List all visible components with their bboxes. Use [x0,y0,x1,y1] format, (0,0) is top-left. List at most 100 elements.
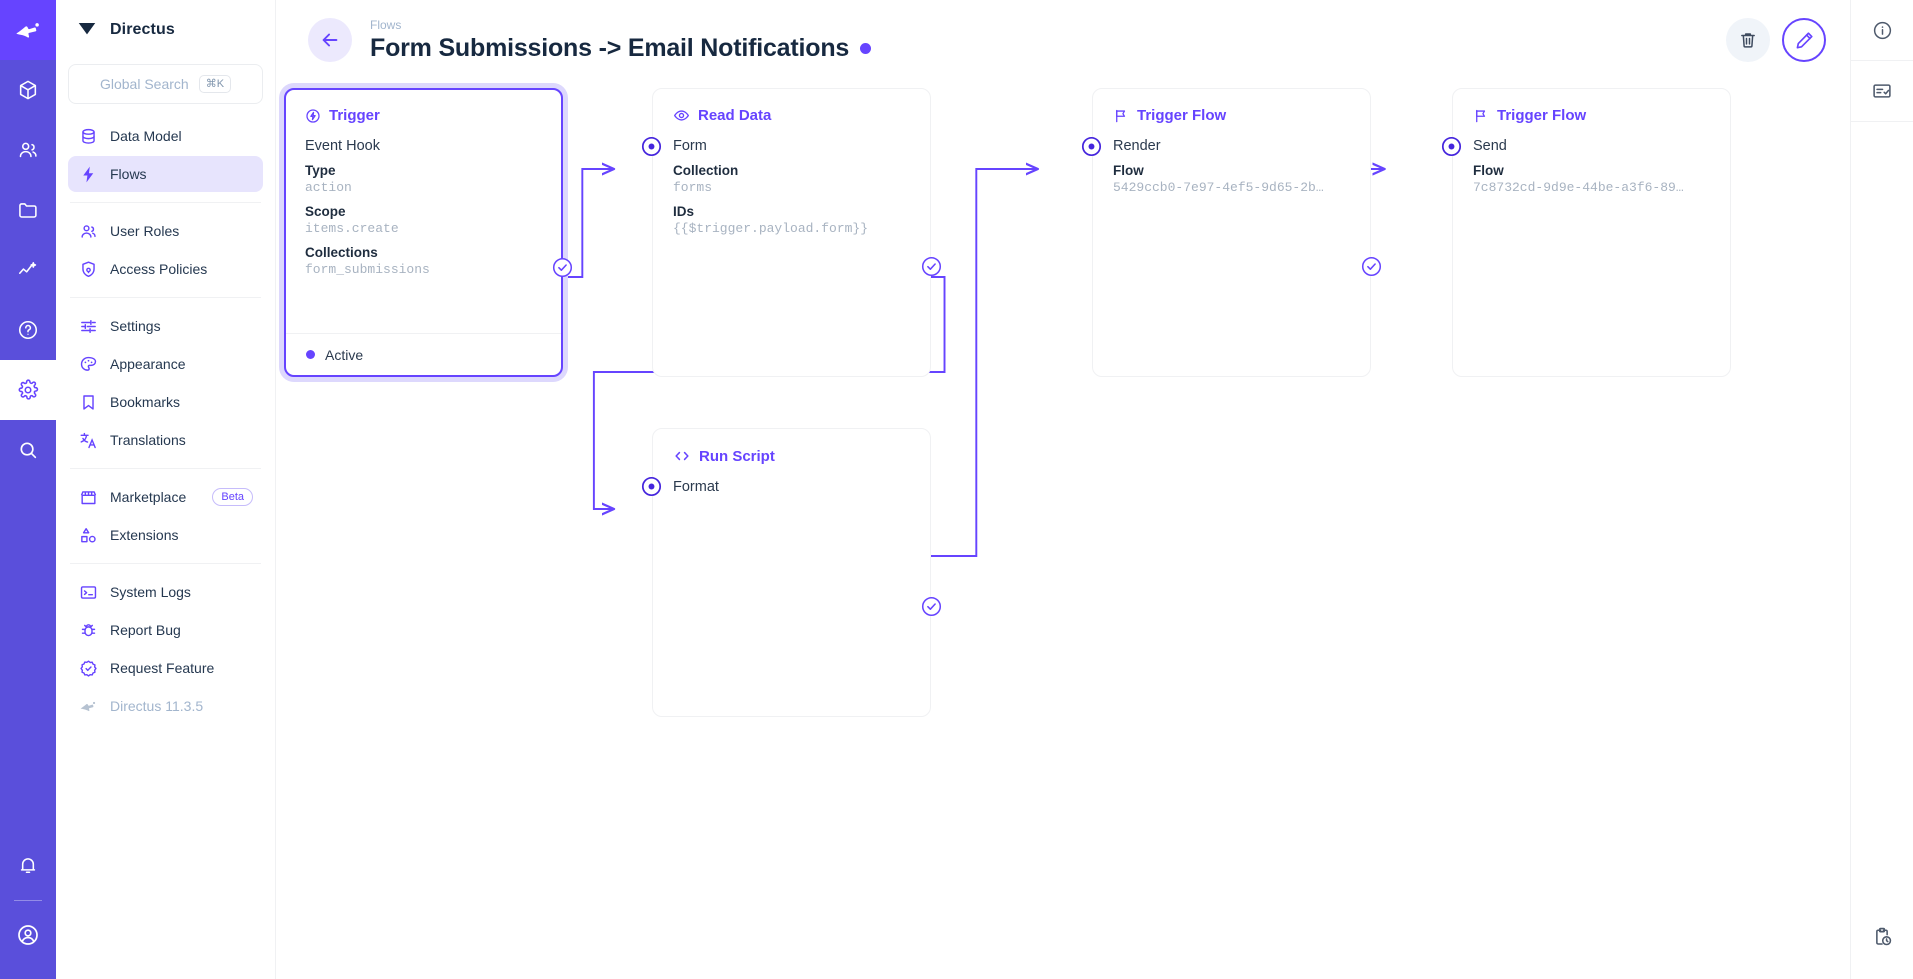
info-icon [1873,21,1891,39]
palette-icon [78,354,98,374]
sidebar-group-4: Marketplace Beta Extensions [68,479,263,553]
flow-canvas[interactable]: Trigger Event Hook Type action Scope ite… [276,80,1850,979]
rail-item-users[interactable] [0,120,56,180]
code-brackets-icon [673,447,691,465]
sidebar-item-bookmarks[interactable]: Bookmarks [68,384,263,420]
rail-item-files[interactable] [0,180,56,240]
port-input-trigger-flow-render[interactable] [1081,136,1102,157]
sidebar-divider [70,468,261,469]
rail-item-settings[interactable] [0,360,56,420]
field-key: Flow [1113,163,1144,178]
rabbit-icon [78,696,98,716]
port-resolve-run-script[interactable] [921,596,942,617]
node-header: Trigger Flow [1473,107,1710,124]
port-resolve-trigger-flow-render[interactable] [1361,256,1382,277]
sidebar-item-marketplace[interactable]: Marketplace Beta [68,479,263,515]
marketplace-beta-badge: Beta [212,487,253,507]
field-value: form_submissions [305,262,430,277]
node-name: Form [673,138,707,154]
node-name: Send [1473,138,1507,154]
flag-icon [1473,108,1489,124]
sidebar-item-settings[interactable]: Settings [68,308,263,344]
sidebar-item-label: Translations [110,432,186,448]
flow-info-button[interactable] [1851,0,1913,60]
node-type-label: Read Data [698,107,772,124]
sidebar-item-system-logs[interactable]: System Logs [68,574,263,610]
main-area: Flows Form Submissions -> Email Notifica… [276,0,1850,979]
flow-node-trigger[interactable]: Trigger Event Hook Type action Scope ite… [284,88,573,377]
field-key: Collection [673,163,739,178]
sidebar-divider [70,297,261,298]
rail-item-account[interactable] [0,905,56,965]
sidebar-item-label: Settings [110,318,161,334]
clipboard-clock-icon [1876,927,1892,946]
sidebar-item-label: Report Bug [110,622,181,638]
field-value: {{$trigger.payload.form}} [673,221,869,236]
sidebar-group-1: Data Model Flows [68,118,263,192]
field-key: Scope [305,204,346,219]
sidebar-item-report-bug[interactable]: Report Bug [68,612,263,648]
port-resolve-read-data[interactable] [921,256,942,277]
rail-item-directus-logo[interactable] [0,0,56,60]
rail-item-help[interactable] [0,300,56,360]
translate-icon [78,430,98,450]
port-input-trigger-flow-send[interactable] [1441,136,1462,157]
sidebar-item-user-roles[interactable]: User Roles [68,213,263,249]
delete-button[interactable] [1726,18,1770,62]
sidebar-item-label: Request Feature [110,660,215,676]
bug-icon [78,620,98,640]
port-input-run-script[interactable] [641,476,662,497]
shield-lock-icon [78,259,98,279]
edge-run-script-to-trigger-flow-render [915,169,1038,557]
port-input-read-data[interactable] [641,136,662,157]
trash-icon [1741,33,1755,48]
storefront-icon [78,487,98,507]
logs-button[interactable] [1851,61,1913,121]
terminal-icon [78,582,98,602]
field-key: Collections [305,245,378,260]
node-header: Trigger Flow [1113,107,1350,124]
rail-item-search[interactable] [0,420,56,480]
sidebar-item-label: Bookmarks [110,394,181,410]
flag-icon [1113,108,1129,124]
sidebar-item-request-feature[interactable]: Request Feature [68,650,263,686]
field-value: 7c8732cd-9d9e-44be-a3f6-89… [1473,180,1684,195]
arrow-left-icon [322,33,338,47]
flow-node-trigger-flow-render[interactable]: Trigger Flow Render Flow 5429ccb0-7e97-4… [1081,88,1382,377]
rail-item-insights[interactable] [0,240,56,300]
sidebar-item-appearance[interactable]: Appearance [68,346,263,382]
field-value: 5429ccb0-7e97-4ef5-9d65-2b… [1113,180,1324,195]
sidebar-item-flows[interactable]: Flows [68,156,263,192]
sidebar-item-label: Data Model [110,128,182,144]
node-header: Run Script [673,447,910,465]
activity-button[interactable] [1851,907,1913,967]
edit-button[interactable] [1782,18,1826,62]
sidebar-item-extensions[interactable]: Extensions [68,517,263,553]
flow-node-trigger-flow-send[interactable]: Trigger Flow Send Flow 7c8732cd-9d9e-44b… [1441,88,1731,377]
search-shortcut: ⌘K [198,74,232,94]
flow-node-read-data[interactable]: Read Data Form Collection forms IDs {{$t… [641,88,942,377]
page-header: Flows Form Submissions -> Email Notifica… [276,0,1850,80]
flow-node-run-script[interactable]: Run Script Format [641,428,942,717]
node-type-label: Trigger [329,107,380,124]
field-key: Flow [1473,163,1504,178]
back-button[interactable] [308,18,352,62]
port-resolve-trigger[interactable] [552,257,573,278]
sliders-icon [78,316,98,336]
sidebar-item-translations[interactable]: Translations [68,422,263,458]
rail-item-content[interactable] [0,60,56,120]
breadcrumb[interactable]: Flows [370,17,402,32]
status-badge [860,43,872,55]
sidebar-item-label: Appearance [110,356,186,372]
users-icon [78,221,98,241]
rail-item-notifications[interactable] [0,836,56,896]
search-placeholder: Global Search [99,76,189,92]
field-value: forms [673,180,713,195]
badge-check-icon [78,658,98,678]
sidebar-item-access-policies[interactable]: Access Policies [68,251,263,287]
field-key: Type [305,163,336,178]
node-header: Read Data [673,107,910,124]
search-input[interactable]: Global Search ⌘K [68,64,263,104]
directus-logo-icon [76,17,98,44]
sidebar-item-data-model[interactable]: Data Model [68,118,263,154]
